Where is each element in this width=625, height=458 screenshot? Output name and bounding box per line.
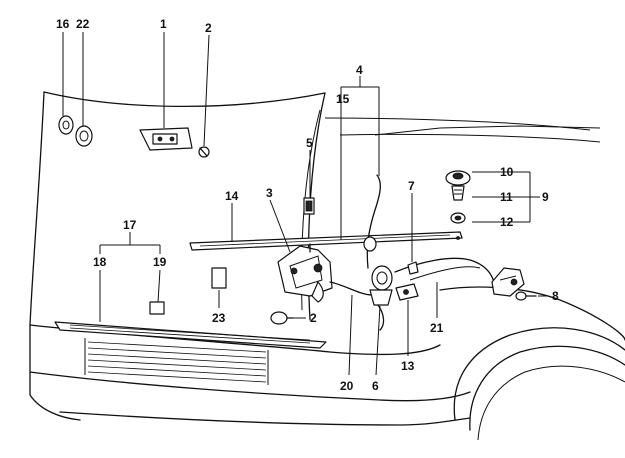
callout-12: 12 [500,215,514,229]
callout-labels: 16 22 1 2 4 15 5 3 14 7 10 11 12 9 17 18… [56,17,559,393]
hood-bumper-assembly [445,170,471,240]
callout-22: 22 [76,17,90,31]
seal-clip [149,301,165,315]
release-handle [491,267,525,297]
fender-edge [29,91,81,421]
front-seal-strip [54,321,327,349]
callout-9: 9 [542,190,549,204]
hood-latch [277,243,333,303]
bumper-bottom [59,411,471,426]
hood-seal-strip [189,231,463,251]
wheel-arch-inner [469,345,625,431]
callout-7: 7 [408,179,415,193]
wheel-arch-outer [453,327,625,421]
callout-11: 11 [500,190,513,204]
callout-3: 3 [266,186,273,200]
callout-8: 8 [552,289,559,303]
callout-1: 1 [160,17,167,31]
windshield-line [374,125,601,136]
callout-19: 19 [153,255,167,269]
callout-4: 4 [356,63,363,77]
callout-2-lower: 2 [310,311,317,325]
callout-13: 13 [401,359,415,373]
callout-20: 20 [340,379,354,393]
callout-23: 23 [212,311,226,325]
wheel-arch-lip [477,365,625,441]
cable-stay [395,283,419,301]
striker [303,197,315,215]
cowl-line-1 [324,117,591,131]
screw-8 [515,291,537,301]
callout-10: 10 [500,165,514,179]
callout-18: 18 [93,255,107,269]
callout-14: 14 [225,189,239,203]
right-fender-top [439,286,625,341]
rubber-pad [211,267,227,289]
callout-6: 6 [372,379,379,393]
grommet-16 [58,115,74,135]
callout-21: 21 [430,321,444,335]
cable-clip [363,236,377,252]
hood-rear-edge [43,91,326,108]
bumper-mid [29,371,471,402]
leader-lines [62,32,548,376]
cable-clip-small [407,261,419,275]
grille [84,338,269,385]
hood-bracket [139,127,193,151]
cable-holder [369,265,393,306]
callout-5: 5 [306,136,313,150]
bolt-lower [270,311,294,325]
callout-17: 17 [123,218,137,232]
grommet-22 [75,125,93,147]
callout-16: 16 [56,17,70,31]
callout-15: 15 [336,92,350,106]
bolt-upper [198,146,210,158]
callout-2-upper: 2 [205,21,212,35]
